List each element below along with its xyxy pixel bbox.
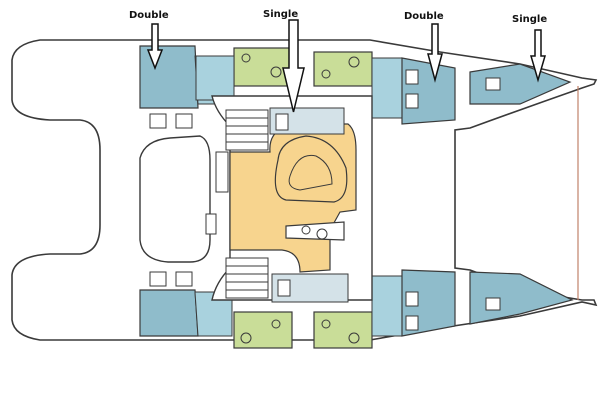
- window-small: [277, 279, 291, 297]
- cabin-fwd-double-top: [401, 57, 456, 125]
- sink-icon: [270, 66, 282, 78]
- cushion: [405, 315, 419, 331]
- cushion: [149, 113, 167, 129]
- arrow-single-bow: [530, 29, 546, 83]
- cushion: [175, 271, 193, 287]
- cabin-fwd-single-bottom: [469, 271, 574, 325]
- toilet-icon: [321, 319, 331, 329]
- cabin-aft-double-top: [139, 45, 199, 109]
- cushion: [405, 93, 419, 109]
- stairs-top: [225, 109, 269, 151]
- label-single-center: Single: [263, 9, 299, 20]
- arrow-single-center: [282, 19, 305, 113]
- head-top-1: [233, 47, 293, 87]
- cushion: [175, 113, 193, 129]
- label-double-aft: Double: [129, 10, 169, 21]
- arrow-double-fwd: [427, 23, 443, 83]
- sink-icon: [240, 332, 252, 344]
- label-single-bow: Single: [512, 14, 548, 25]
- sink-icon: [301, 225, 311, 235]
- cabin-aft-double-bottom: [139, 289, 199, 337]
- stairs-bottom: [225, 257, 269, 299]
- toilet-icon: [241, 53, 251, 63]
- head-top-2: [313, 51, 373, 87]
- toilet-icon: [271, 319, 281, 329]
- cushion: [149, 271, 167, 287]
- cushion: [405, 69, 419, 85]
- sink-icon: [348, 332, 360, 344]
- seat-block: [215, 151, 229, 193]
- cockpit-outline: [139, 135, 211, 263]
- passage-bottom-right: [371, 275, 403, 337]
- window-small: [275, 113, 289, 131]
- passage-top: [195, 55, 235, 101]
- head-bottom-1: [233, 311, 293, 349]
- cushion: [485, 77, 501, 91]
- dinette-table: [288, 154, 333, 191]
- arrow-double-aft: [146, 23, 164, 71]
- cushion: [485, 297, 501, 311]
- helm-seat: [205, 213, 217, 235]
- galley-counter: [285, 221, 345, 241]
- cushion: [405, 291, 419, 307]
- cabin-fwd-single-top: [469, 63, 572, 105]
- sink-icon: [348, 56, 360, 68]
- label-double-fwd: Double: [404, 11, 444, 22]
- head-bottom-2: [313, 311, 373, 349]
- stove-icon: [316, 228, 328, 240]
- passage-top-right: [371, 57, 403, 119]
- toilet-icon: [321, 69, 331, 79]
